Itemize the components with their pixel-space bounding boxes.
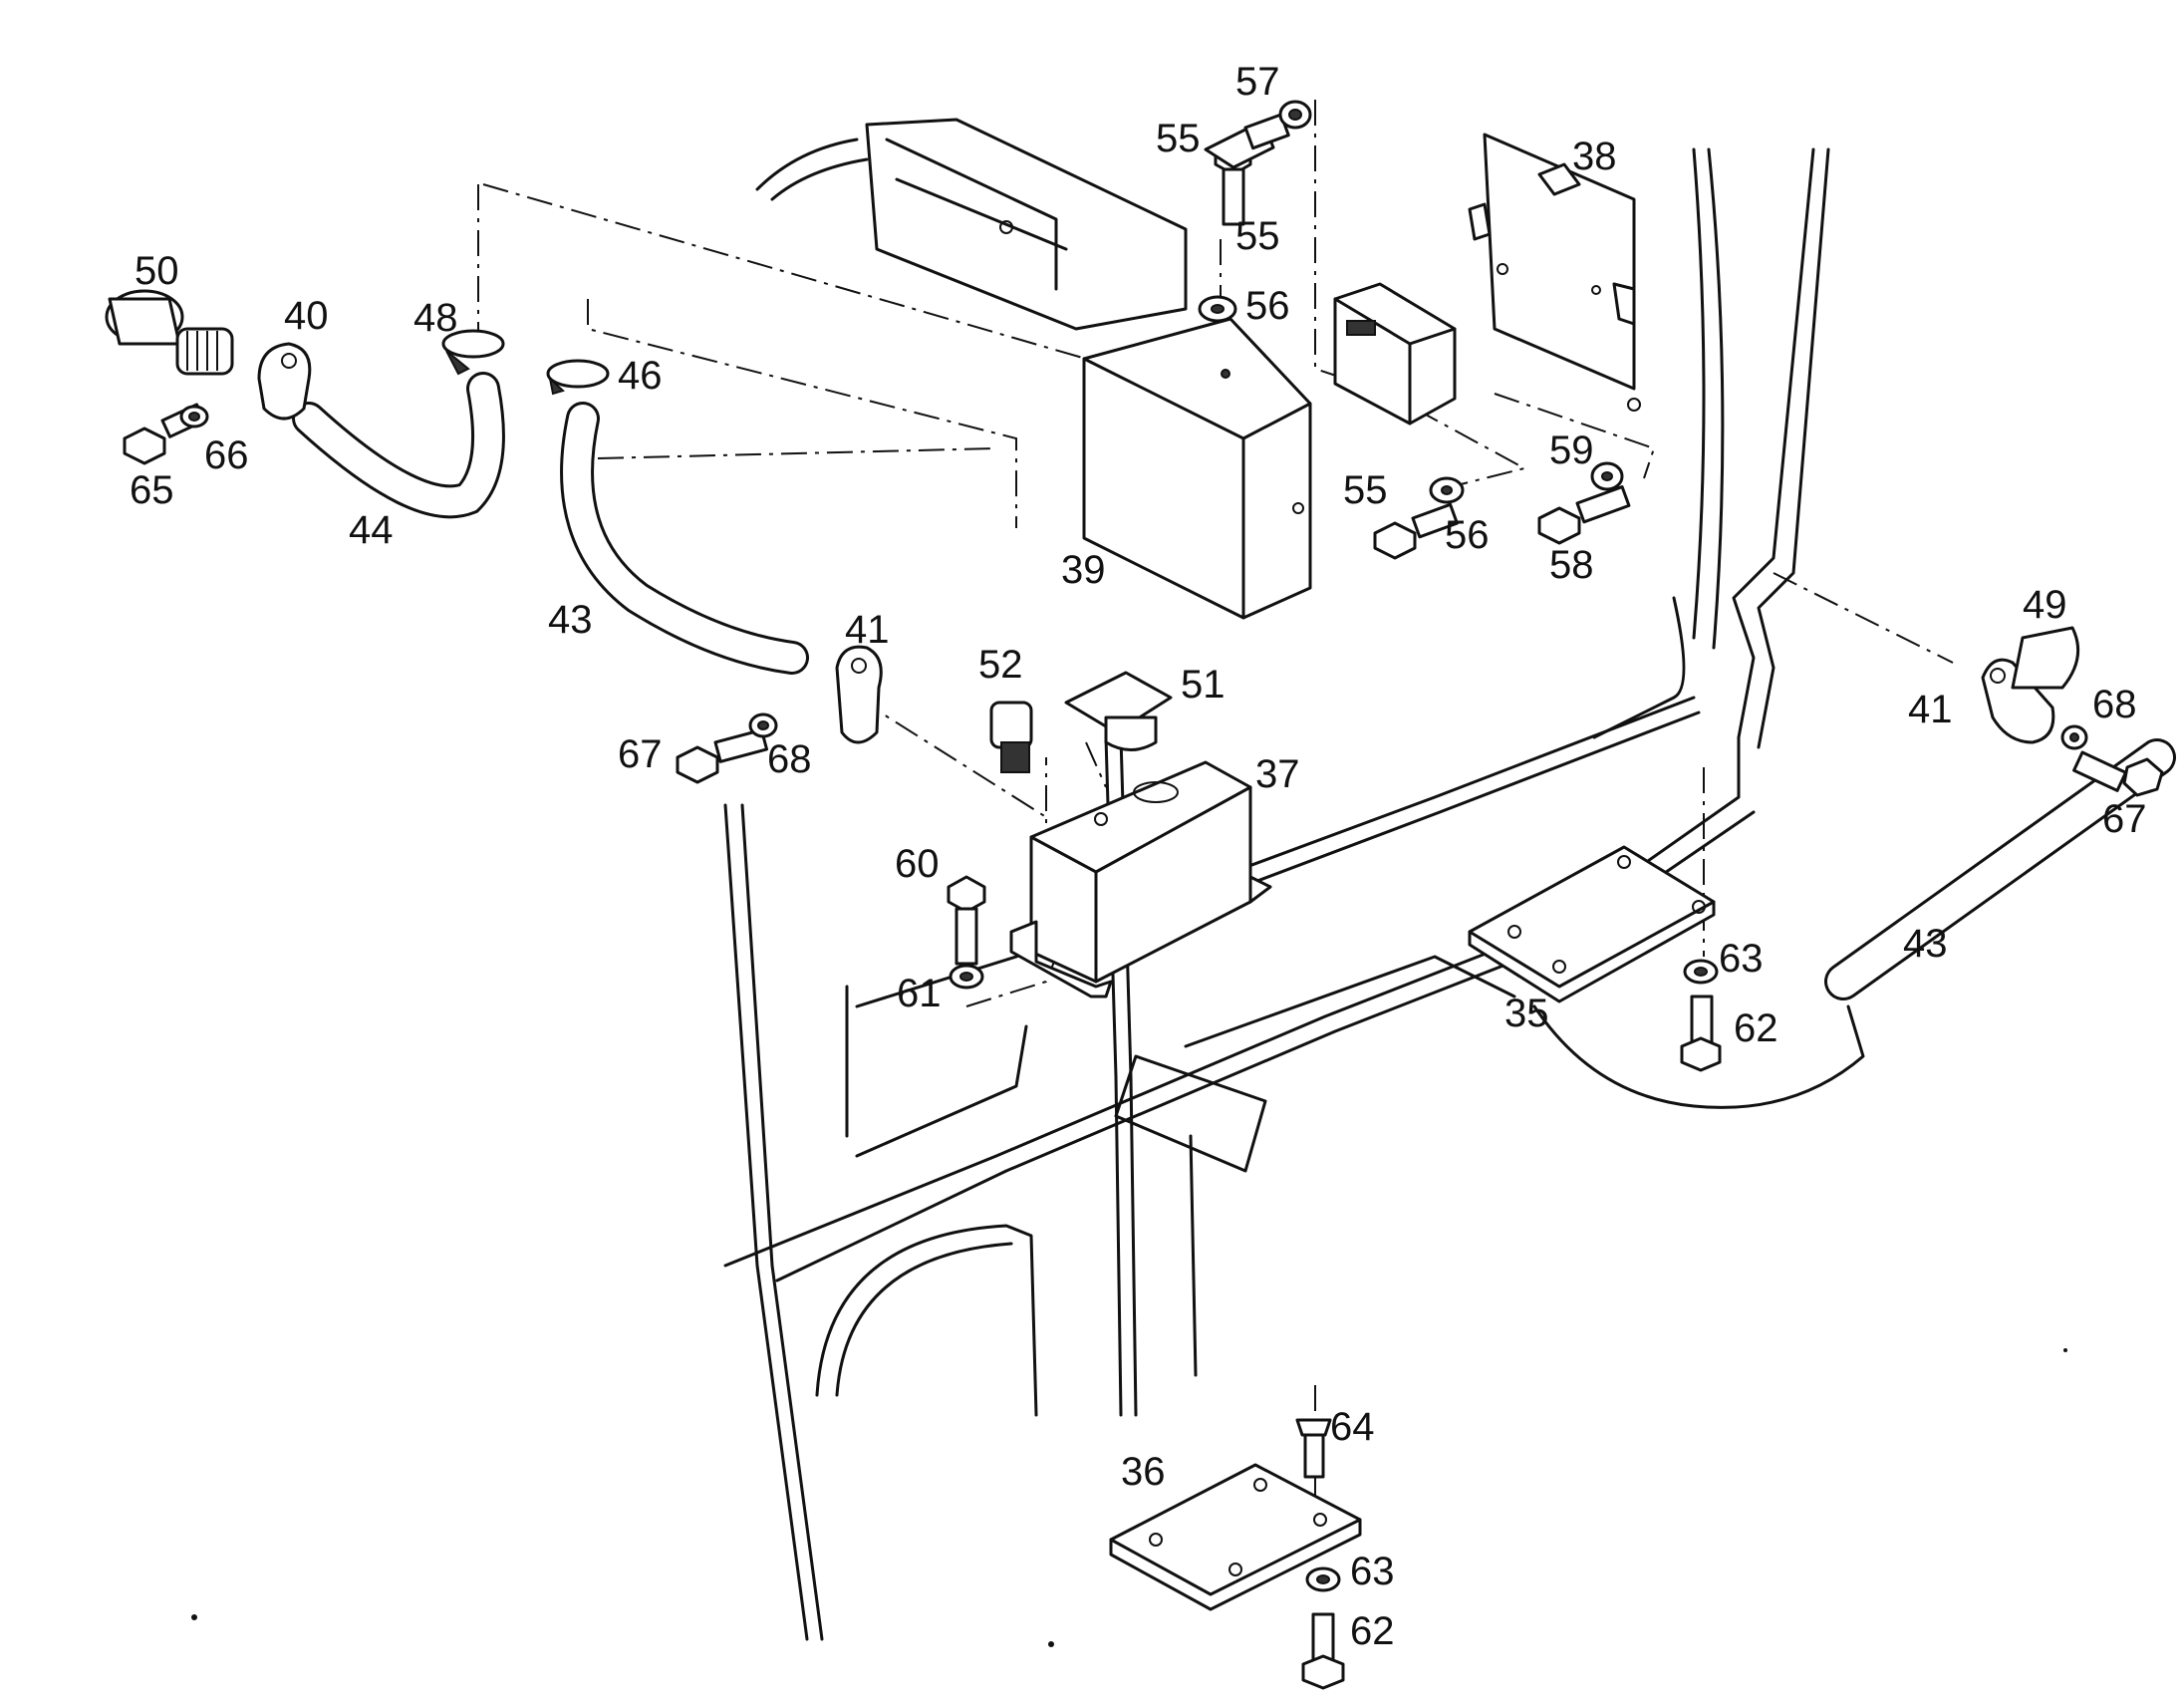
callout-50: 50 xyxy=(135,249,179,293)
callout-61: 61 xyxy=(897,972,942,1015)
scan-speck xyxy=(2063,1348,2067,1352)
washer-63-bottom xyxy=(1305,1566,1341,1592)
part-44-hose xyxy=(292,372,505,519)
callout-56-top: 56 xyxy=(1245,284,1290,328)
part-51-cap xyxy=(1064,671,1173,751)
part-41-clamp-left xyxy=(835,645,883,744)
callout-55-lower: 55 xyxy=(1343,468,1388,512)
heater-unit xyxy=(755,118,1188,331)
callout-49: 49 xyxy=(2023,583,2067,627)
part-40-clamp xyxy=(257,342,312,421)
callout-62-bottom: 62 xyxy=(1350,1609,1395,1653)
washer-61 xyxy=(949,964,984,990)
part-48-hose-clamp xyxy=(441,329,505,376)
callout-48: 48 xyxy=(413,296,458,340)
callout-67-right: 67 xyxy=(2102,797,2147,841)
callout-44: 44 xyxy=(349,508,394,552)
callout-64: 64 xyxy=(1330,1405,1375,1449)
washer-59 xyxy=(1590,461,1624,491)
part-37-housing xyxy=(1009,760,1272,998)
callout-66: 66 xyxy=(204,433,249,477)
bolt-67-right xyxy=(2072,750,2164,797)
callout-63-bottom: 63 xyxy=(1350,1550,1395,1593)
part-38-mounting-plate xyxy=(1468,133,1641,412)
callout-39: 39 xyxy=(1061,548,1106,592)
part-41-clamp-right xyxy=(1981,658,2055,744)
callout-59: 59 xyxy=(1549,428,1594,472)
callout-38: 38 xyxy=(1572,135,1617,178)
callout-57: 57 xyxy=(1235,60,1280,104)
callouts: 35 36 37 38 39 40 41 41 43 43 44 46 48 4… xyxy=(130,60,2147,1653)
callout-55-top: 55 xyxy=(1156,117,1201,160)
washer-63-right xyxy=(1683,959,1719,985)
callout-37: 37 xyxy=(1255,752,1300,796)
part-49-sleeve xyxy=(2011,626,2080,690)
callout-35: 35 xyxy=(1504,992,1549,1035)
spring-fitting xyxy=(175,327,234,376)
callout-55-middle: 55 xyxy=(1235,214,1280,258)
callout-41-right: 41 xyxy=(1908,688,1953,731)
callout-62-right: 62 xyxy=(1734,1006,1778,1050)
part-52-switch xyxy=(989,701,1033,773)
scan-speck xyxy=(191,1614,197,1620)
callout-58: 58 xyxy=(1549,543,1594,587)
bolt-58 xyxy=(1537,485,1631,545)
part-43-hose-left xyxy=(560,402,809,675)
callout-41-left: 41 xyxy=(845,608,890,652)
callout-36: 36 xyxy=(1121,1450,1166,1494)
part-50-sleeve xyxy=(105,289,184,346)
callout-65: 65 xyxy=(130,468,174,512)
callout-60: 60 xyxy=(895,842,940,886)
callout-40: 40 xyxy=(284,294,329,338)
callout-43-left: 43 xyxy=(548,598,593,642)
callout-43-right: 43 xyxy=(1903,922,1948,966)
bolt-60 xyxy=(947,875,986,966)
relay-box xyxy=(1333,282,1457,426)
scan-speck xyxy=(1048,1641,1054,1647)
part-43-hose-right xyxy=(1824,738,2176,1000)
callout-68-right: 68 xyxy=(2092,683,2137,726)
callout-51: 51 xyxy=(1181,663,1226,707)
washer-56-lower xyxy=(1429,476,1465,504)
callout-52: 52 xyxy=(978,643,1023,687)
part-46-hose-clamp xyxy=(546,359,610,396)
callout-63-right: 63 xyxy=(1719,937,1764,981)
bolt-55-lower xyxy=(1373,502,1459,560)
bolt-62-right xyxy=(1680,995,1722,1072)
callout-56-lower: 56 xyxy=(1445,513,1490,557)
washer-68-right xyxy=(2060,724,2088,750)
washer-66 xyxy=(179,405,209,428)
part-36-plate xyxy=(1109,1463,1362,1611)
callout-67-left: 67 xyxy=(618,732,663,776)
bolt-64 xyxy=(1295,1418,1332,1479)
washer-57 xyxy=(1278,100,1312,130)
part-35-plate xyxy=(1468,845,1716,1003)
part-39-control-box xyxy=(1082,317,1312,620)
cab-outline xyxy=(723,147,1865,1641)
assembly-lines xyxy=(477,100,1954,1515)
callout-46: 46 xyxy=(618,354,663,398)
washer-68-left xyxy=(748,712,778,738)
washer-56-top xyxy=(1198,295,1237,323)
bolt-67-left xyxy=(676,728,769,784)
bolt-62-bottom xyxy=(1301,1612,1345,1690)
callout-68-left: 68 xyxy=(767,737,812,781)
